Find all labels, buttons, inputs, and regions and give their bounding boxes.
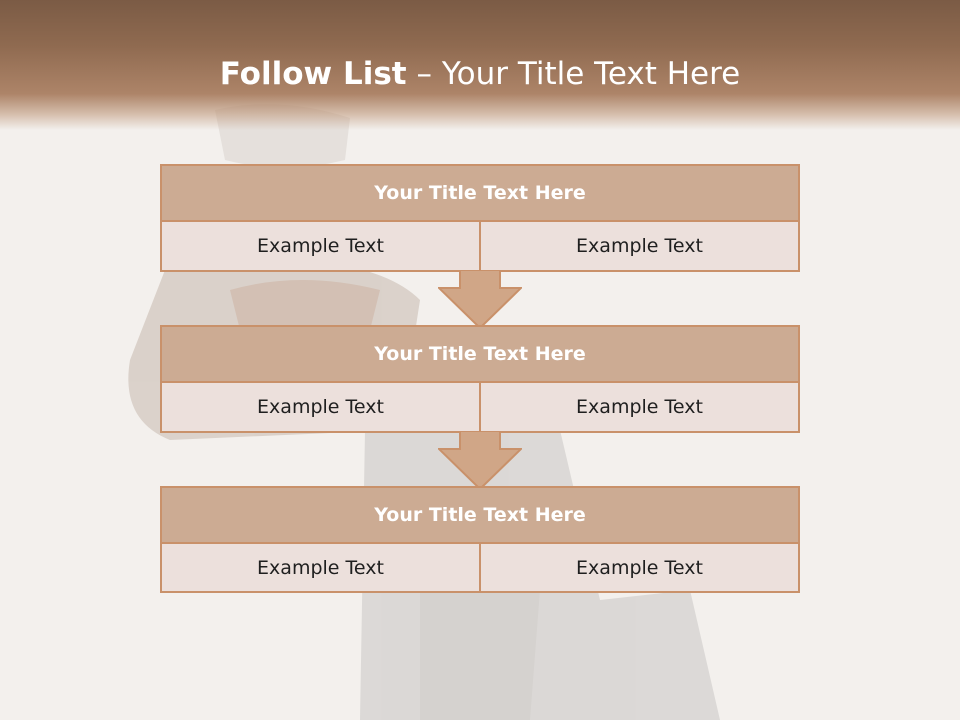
- list-block-3: Your Title Text Here Example Text Exampl…: [160, 486, 800, 593]
- title-separator: –: [416, 56, 432, 92]
- block-3-cell-left: Example Text: [162, 544, 479, 591]
- list-block-1: Your Title Text Here Example Text Exampl…: [160, 164, 800, 272]
- block-1-cell-right: Example Text: [479, 222, 798, 270]
- header-band: [0, 0, 960, 130]
- block-3-header: Your Title Text Here: [162, 488, 798, 544]
- slide-title: Follow List – Your Title Text Here: [0, 56, 960, 92]
- down-arrow-icon: [438, 270, 522, 330]
- block-1-cell-left: Example Text: [162, 222, 479, 270]
- title-text: Your Title Text Here: [441, 56, 741, 92]
- block-1-header: Your Title Text Here: [162, 166, 798, 222]
- block-2-header: Your Title Text Here: [162, 327, 798, 383]
- block-2-cell-left: Example Text: [162, 383, 479, 431]
- list-block-2: Your Title Text Here Example Text Exampl…: [160, 325, 800, 433]
- block-1-body: Example Text Example Text: [162, 222, 798, 270]
- block-2-cell-right: Example Text: [479, 383, 798, 431]
- block-3-body: Example Text Example Text: [162, 544, 798, 591]
- block-2-body: Example Text Example Text: [162, 383, 798, 431]
- down-arrow-icon: [438, 431, 522, 491]
- block-3-cell-right: Example Text: [479, 544, 798, 591]
- title-bold-part: Follow List: [219, 56, 407, 92]
